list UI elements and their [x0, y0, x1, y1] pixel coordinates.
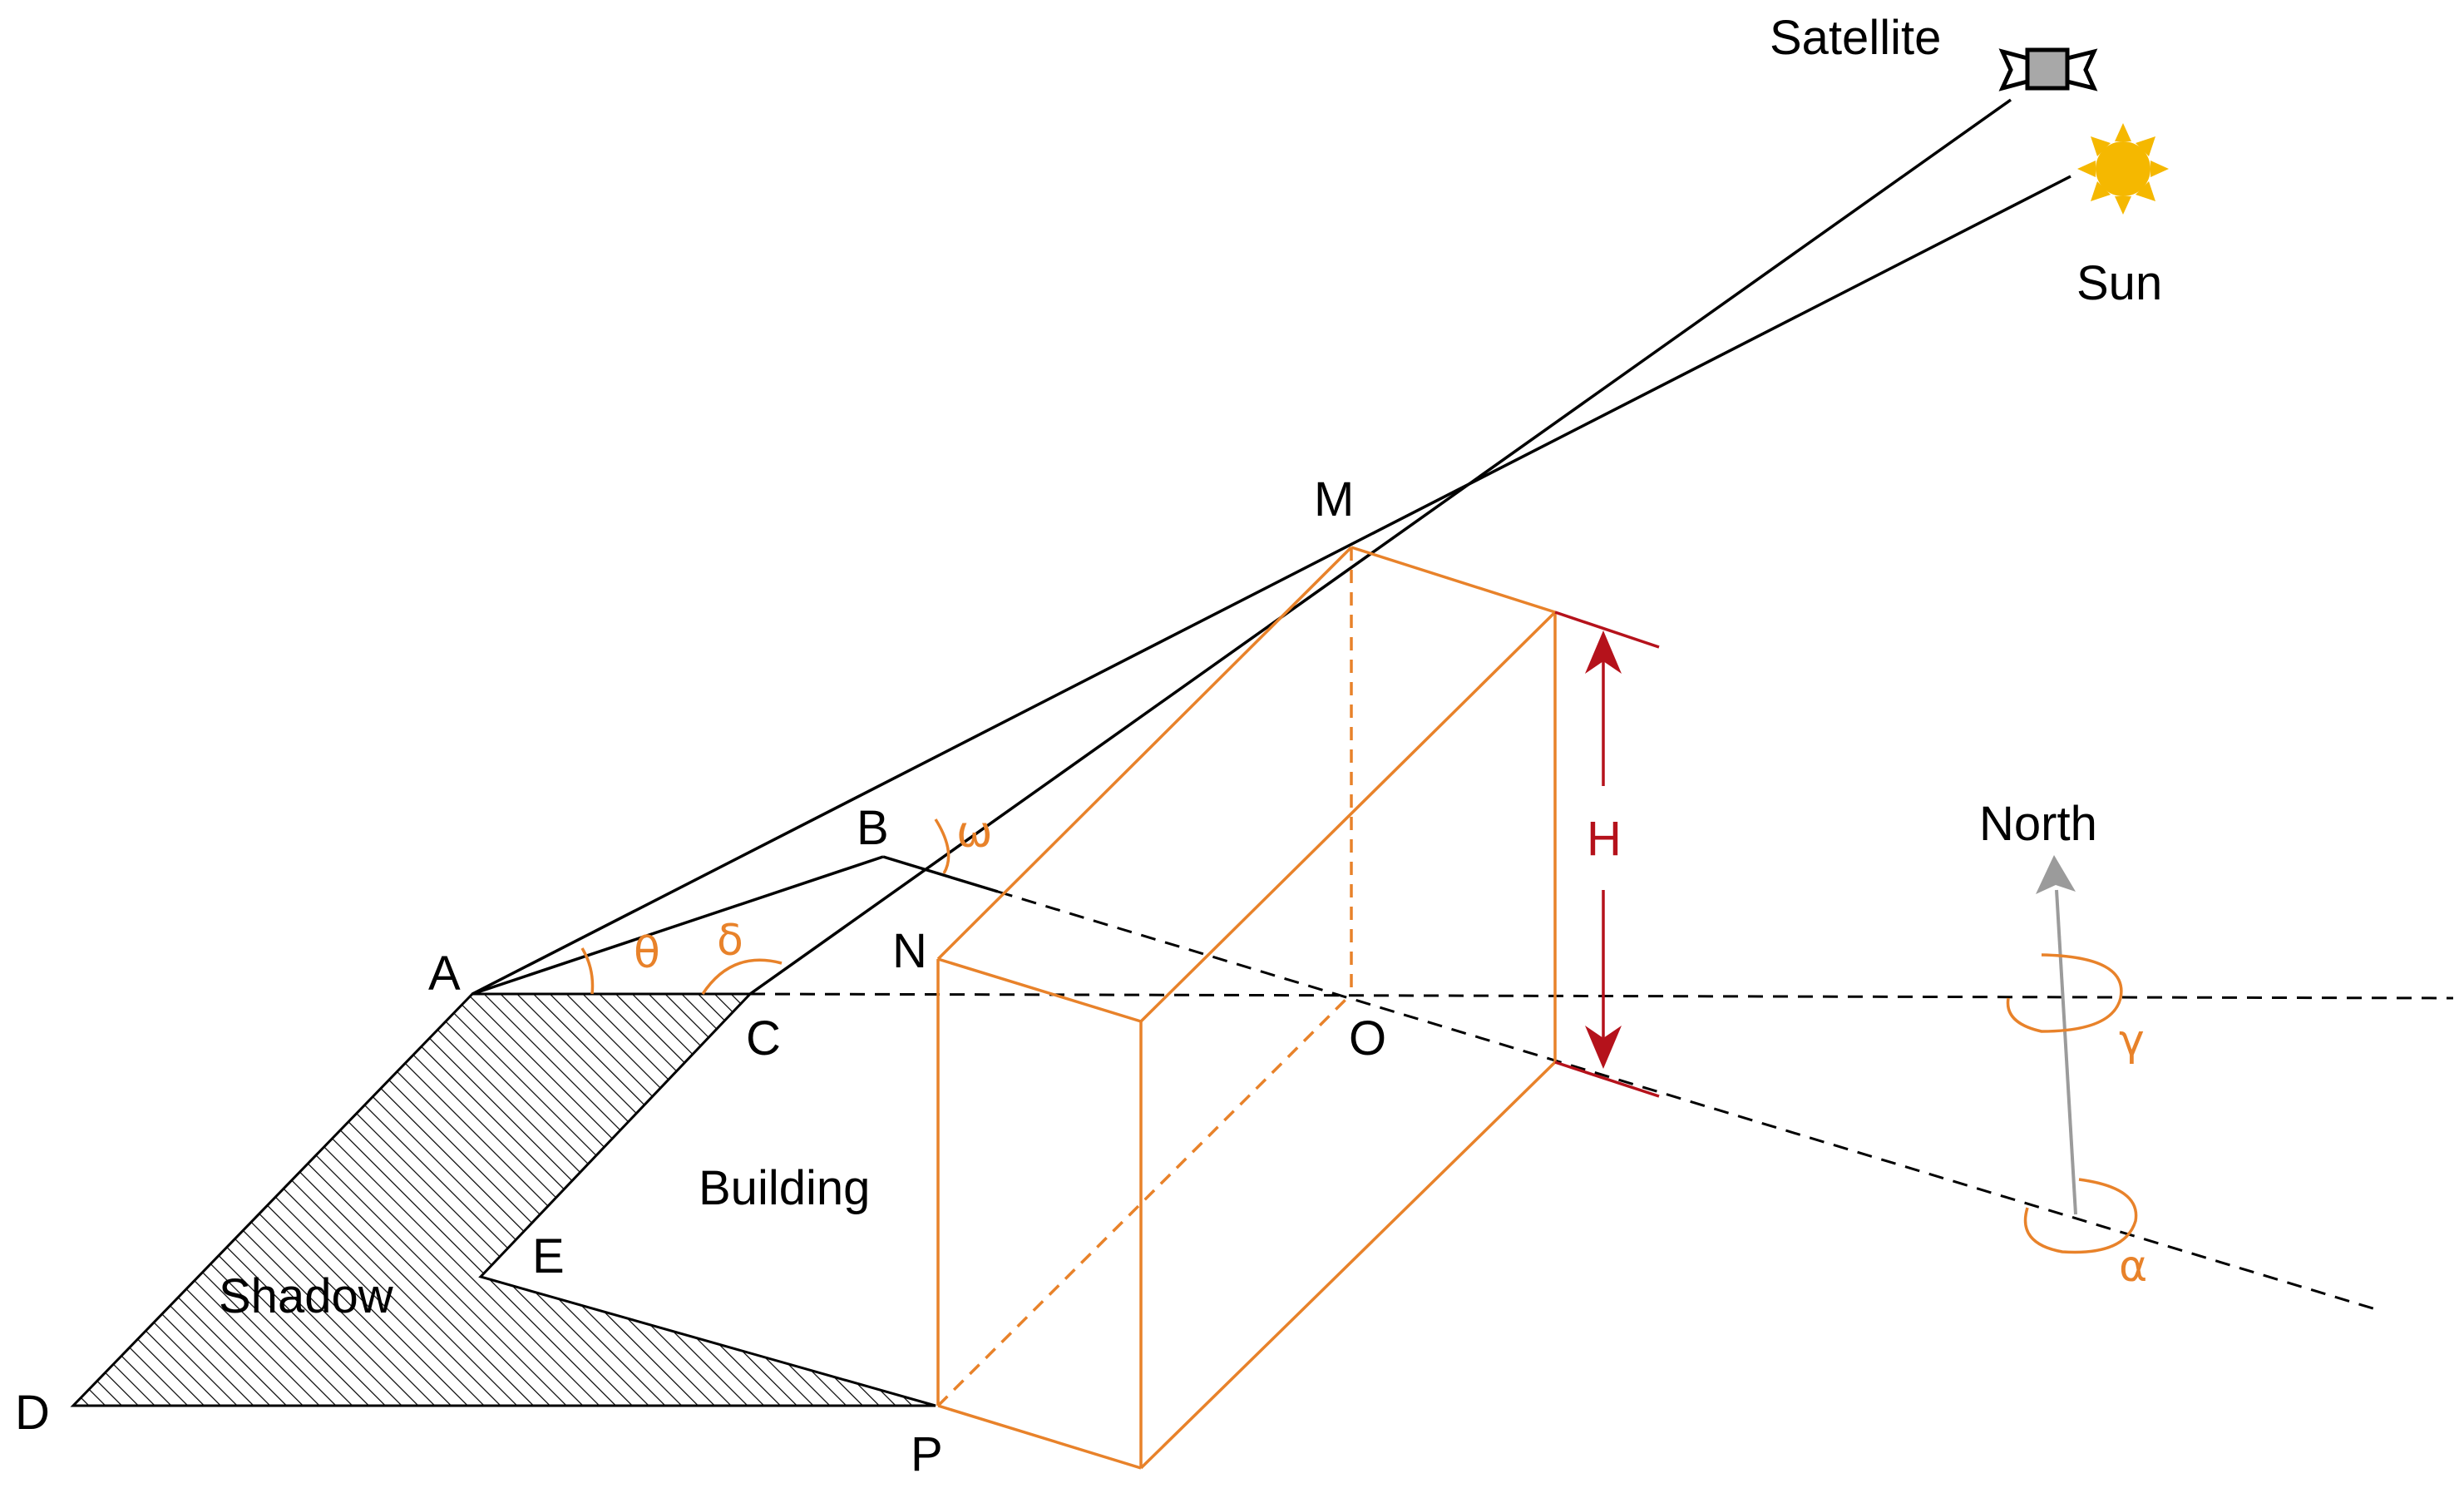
- north-label: North: [1979, 797, 2097, 851]
- point-D-label: D: [15, 1386, 50, 1440]
- building-box: [936, 546, 1557, 1470]
- satellite-icon: [1998, 47, 2098, 91]
- alpha-label: α: [2119, 1242, 2147, 1292]
- point-A-label: A: [428, 947, 461, 1001]
- sun-ray-line: [472, 175, 2071, 996]
- point-N-label: N: [892, 924, 927, 978]
- sun-label: Sun: [2076, 256, 2162, 310]
- point-O-label: O: [1349, 1011, 1386, 1065]
- gamma-arc: [2006, 953, 2123, 1033]
- point-M-label: M: [1314, 472, 1354, 527]
- omega-arc: [934, 818, 951, 874]
- satellite-label: Satellite: [1770, 11, 1941, 65]
- theta-arc: [580, 947, 595, 995]
- point-P-label: P: [911, 1427, 943, 1481]
- point-B-label: B: [857, 801, 889, 855]
- line-A-B: [472, 855, 884, 996]
- alpha-arc: [2023, 1178, 2138, 1254]
- height-indicator: [1554, 611, 1660, 1098]
- omega-label: ω: [956, 808, 993, 858]
- delta-label: δ: [717, 916, 743, 966]
- point-C-label: C: [746, 1011, 781, 1065]
- north-arrow: [2036, 855, 2077, 1215]
- theta-label: θ: [634, 928, 660, 978]
- dashed-horizontal-line: [749, 992, 2454, 1000]
- building-label: Building: [699, 1161, 870, 1215]
- height-label: H: [1587, 812, 1622, 866]
- delta-arc: [701, 958, 783, 995]
- shadow-label: Shadow: [219, 1269, 394, 1323]
- line-B-O-solid: [882, 855, 999, 893]
- dashed-diagonal-line: [997, 890, 2379, 1312]
- sun-icon: [2077, 123, 2169, 215]
- satellite-ray-line: [748, 98, 2012, 996]
- point-E-label: E: [532, 1229, 565, 1283]
- gamma-label: γ: [2119, 1016, 2145, 1065]
